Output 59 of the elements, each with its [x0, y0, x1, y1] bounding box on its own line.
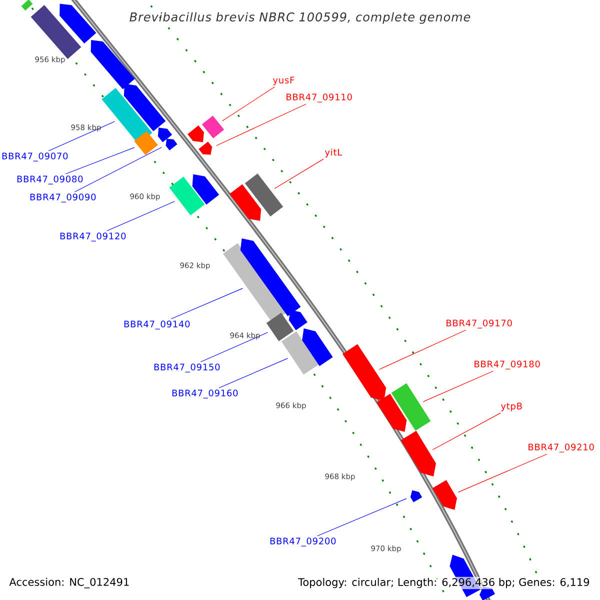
gene-bar	[288, 310, 308, 330]
gene-bar	[198, 142, 212, 155]
leader-line	[378, 330, 466, 370]
gene-label: yusF	[272, 76, 294, 86]
gene-bar	[169, 176, 205, 216]
gene-label: BBR47_09210	[528, 444, 594, 452]
gene-bar	[230, 184, 262, 221]
gene-label: BBR47_09120	[60, 232, 126, 242]
gene-bar	[166, 138, 178, 150]
gene-bar	[188, 125, 204, 142]
leader-line	[106, 201, 175, 232]
gene-bar	[90, 40, 135, 90]
gene-bar	[240, 238, 301, 316]
leader-line	[48, 121, 115, 152]
gene-bar	[342, 344, 386, 401]
gene-label: ytpB	[500, 402, 522, 412]
leader-line	[458, 454, 548, 492]
gene-label: yitL	[324, 148, 342, 158]
leader-line	[218, 358, 288, 388]
gene-bar	[376, 394, 407, 432]
leader-line	[200, 332, 268, 362]
gene-label: BBR47_09170	[446, 320, 512, 328]
gene-bar	[244, 174, 284, 216]
gene-bar	[302, 328, 333, 366]
gene-bar	[480, 586, 495, 600]
gene-bar	[158, 128, 172, 142]
gene-label: BBR47_09070	[2, 152, 68, 162]
gene-bar	[134, 131, 158, 155]
gene-bar	[400, 430, 436, 476]
title: Brevibacillus brevis NBRC 100599, complete genome	[130, 12, 470, 24]
leader-line	[74, 146, 162, 192]
gene-bar	[21, 0, 33, 11]
gene-bar	[410, 490, 422, 502]
gene-label: BBR47_09090	[30, 194, 96, 202]
leader-line	[222, 86, 275, 122]
gene-label: BBR47_09140	[124, 320, 190, 330]
gene-bar	[60, 4, 96, 44]
gene-label: BBR47_09200	[270, 538, 336, 546]
gene-label: BBR47_09110	[286, 94, 352, 102]
gene-label: BBR47_09080	[17, 176, 83, 184]
leader-line	[274, 158, 324, 189]
leader-line	[65, 147, 135, 174]
leader-line	[317, 498, 407, 536]
gene-label: BBR47_09180	[474, 360, 540, 370]
gene-bar	[432, 480, 457, 510]
leader-line	[432, 412, 501, 450]
gene-bar	[281, 331, 319, 375]
gene-bar	[192, 174, 220, 205]
gene-bar	[391, 383, 431, 431]
leader-line	[422, 370, 494, 402]
gene-bar	[124, 84, 166, 132]
gene-label: BBR47_09160	[172, 390, 238, 398]
leader-line	[170, 288, 243, 320]
genome-stats-text: Topology: circular; Length: 6,296,436 bp; Genes: 6,119	[297, 576, 591, 590]
gene-bar	[266, 312, 294, 342]
gene-bar	[202, 116, 224, 138]
gene-label: BBR47_09150	[154, 364, 220, 372]
leader-line	[216, 104, 306, 146]
accession-text: Accession: NC_012491	[9, 578, 129, 588]
